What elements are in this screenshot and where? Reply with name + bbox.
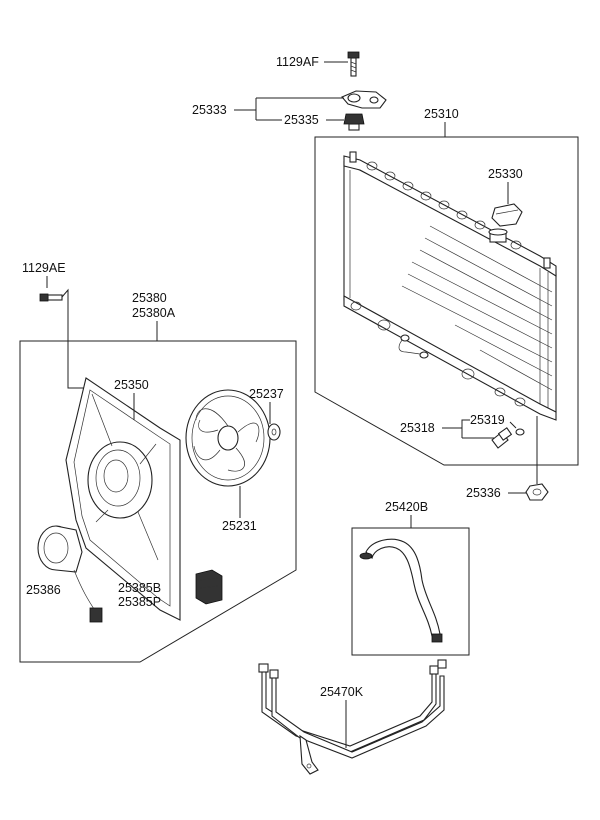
label-25231: 25231 [222,519,257,533]
label-25333: 25333 [192,103,227,117]
label-25385b: 25385B [118,581,161,595]
cap-25330[interactable] [491,203,523,227]
label-25310: 25310 [424,107,459,121]
bushing-25335[interactable] [343,113,365,131]
label-1129ae: 1129AE [22,261,66,275]
label-25318: 25318 [400,421,435,435]
radiator-25310[interactable] [343,151,557,421]
o-ring-25319[interactable] [515,428,525,436]
label-25319: 25319 [470,413,505,427]
label-25386: 25386 [26,583,61,597]
bracket-25333[interactable] [341,90,387,109]
washer-25237[interactable] [267,423,281,441]
fan-25231[interactable] [185,389,271,487]
label-25335: 25335 [284,113,319,127]
pipes-25470k[interactable] [258,659,447,775]
bolt-1129ae[interactable] [39,293,63,302]
label-25336: 25336 [466,486,501,500]
label-25385p: 25385P [118,595,161,609]
radiator-group-box [314,136,579,466]
motor-25386[interactable] [37,525,103,623]
label-25470k: 25470K [320,685,364,699]
label-25380: 25380 [132,291,167,305]
resistor-25385b[interactable] [195,569,223,605]
bolt-1129af[interactable] [347,51,360,77]
label-25420b: 25420B [385,500,428,514]
shroud-25350[interactable] [65,377,181,621]
label-25330: 25330 [488,167,523,181]
drain-plug-25318[interactable] [491,427,513,449]
label-25237: 25237 [249,387,284,401]
label-25380a: 25380A [132,306,176,320]
label-25350: 25350 [114,378,149,392]
fan-group-box [19,340,297,663]
hose-25420b[interactable] [359,538,443,643]
label-1129af: 1129AF [276,55,319,69]
nut-25336[interactable] [525,483,549,501]
